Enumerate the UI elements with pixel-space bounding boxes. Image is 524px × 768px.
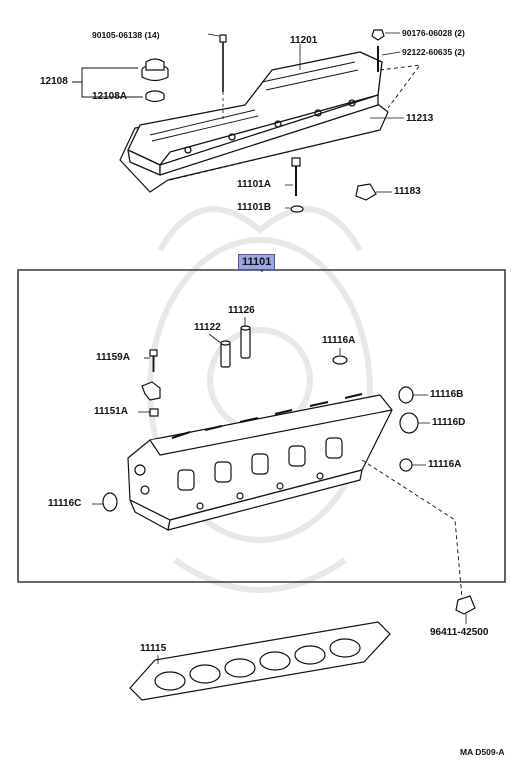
label-11101-assembly: 11101 <box>238 254 276 270</box>
head-assembly-frame <box>17 269 506 583</box>
label-11159a: 11159A <box>96 352 130 363</box>
label-11116a-bottom: 11116A <box>428 459 462 470</box>
label-90176: 90176-06028 (2) <box>402 28 465 38</box>
label-11116b: 11116B <box>430 389 464 400</box>
label-11151a: 11151A <box>94 406 128 417</box>
label-11183: 11183 <box>394 186 421 197</box>
valve-cover-11201 <box>127 51 383 166</box>
valve-cover-group <box>119 51 421 193</box>
bracket-11151a <box>141 381 161 417</box>
oil-filler-cap-12108 <box>141 58 169 103</box>
plug-11116a-top <box>332 355 348 365</box>
label-11213: 11213 <box>406 113 434 124</box>
label-11101b: 11101B <box>237 202 271 213</box>
bolt-11159a <box>149 349 158 372</box>
label-11116a-top: 11116A <box>322 335 356 346</box>
label-90105: 90105-06138 (14) <box>92 30 160 40</box>
label-11116d: 11116D <box>432 417 466 428</box>
valve-guides <box>220 325 251 368</box>
footer-code: MA D509-A <box>460 747 505 757</box>
cylinder-head <box>127 393 393 531</box>
head-gasket-11115 <box>129 621 391 701</box>
label-12108a: 12108A <box>92 91 128 102</box>
label-11201: 11201 <box>290 35 318 46</box>
label-11126: 11126 <box>228 305 255 316</box>
plug-96411 <box>455 595 476 615</box>
label-12108: 12108 <box>40 76 68 87</box>
plug-11183 <box>355 183 377 201</box>
label-11101a: 11101A <box>237 179 271 190</box>
bolt-11101a <box>290 157 304 213</box>
label-92122: 92122-60635 (2) <box>402 47 465 57</box>
label-96411: 96411-42500 <box>430 627 489 638</box>
plug-11116c <box>102 492 118 512</box>
plugs-right <box>398 386 419 472</box>
nut-stud-90176-92122 <box>371 29 385 72</box>
bolt-90105 <box>219 34 227 120</box>
label-11115: 11115 <box>140 643 167 654</box>
label-11122: 11122 <box>194 322 221 333</box>
label-11116c: 11116C <box>48 498 82 509</box>
